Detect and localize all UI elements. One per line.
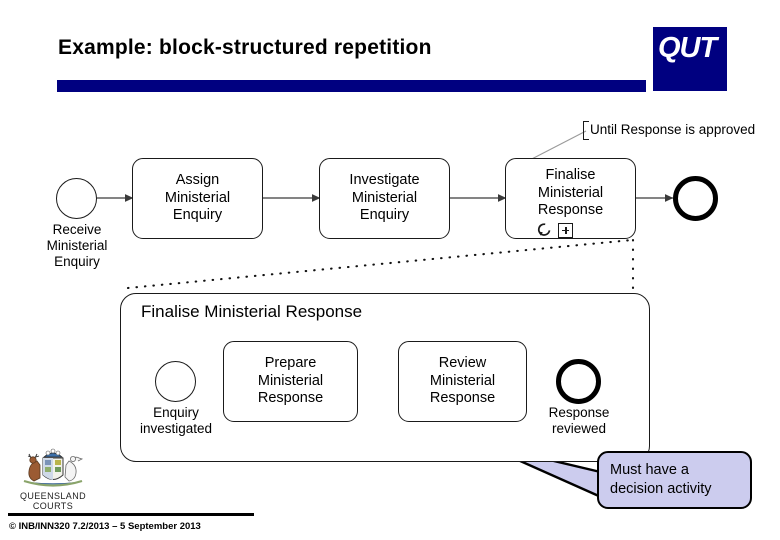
annotation-until-response-approved: Until Response is approved (590, 122, 756, 137)
task-assign-ministerial-enquiry[interactable]: Assign Ministerial Enquiry (132, 158, 263, 239)
subprocess-start-event-label: Enquiry investigated (139, 405, 213, 437)
callout-bubble[interactable]: Must have a decision activity (597, 451, 752, 509)
footer-copyright: © INB/INN320 7.2/2013 – 5 September 2013 (9, 521, 201, 532)
task-review-ministerial-response[interactable]: Review Ministerial Response (398, 341, 527, 422)
task-markers-finalise (536, 222, 573, 238)
subprocess-end-event-response-reviewed[interactable] (556, 359, 601, 404)
start-event-receive-ministerial-enquiry[interactable] (56, 178, 97, 219)
start-event-label: Receive Ministerial Enquiry (46, 222, 108, 270)
loop-marker-icon (537, 223, 551, 236)
queensland-courts-logo-caption: QUEENSLAND COURTS (19, 491, 86, 512)
subprocess-start-event-enquiry-investigated[interactable] (155, 361, 196, 402)
annotation-bracket (583, 121, 589, 140)
footer-divider (8, 513, 254, 516)
queensland-courts-logo: QUEENSLAND COURTS (10, 447, 96, 511)
qut-logo: QUT (653, 27, 727, 91)
end-event-top-process[interactable] (673, 176, 718, 221)
expand-marker-icon[interactable] (558, 222, 573, 238)
task-label: Review Ministerial Response (429, 354, 496, 407)
subprocess-title: Finalise Ministerial Response (141, 302, 363, 321)
page-title: Example: block-structured repetition (58, 36, 432, 59)
task-prepare-ministerial-response[interactable]: Prepare Ministerial Response (223, 341, 358, 422)
subprocess-end-event-label: Response reviewed (548, 405, 610, 437)
task-investigate-ministerial-enquiry[interactable]: Investigate Ministerial Enquiry (319, 158, 450, 239)
title-underline-bar (57, 80, 646, 92)
task-label: Assign Ministerial Enquiry (164, 171, 231, 224)
coat-of-arms-icon (23, 448, 84, 487)
task-label: Investigate Ministerial Enquiry (349, 171, 420, 224)
task-label: Finalise Ministerial Response (537, 167, 604, 219)
callout-text: Must have a decision activity (610, 461, 712, 497)
task-label: Prepare Ministerial Response (257, 354, 324, 407)
qut-logo-text: QUT (658, 32, 717, 64)
